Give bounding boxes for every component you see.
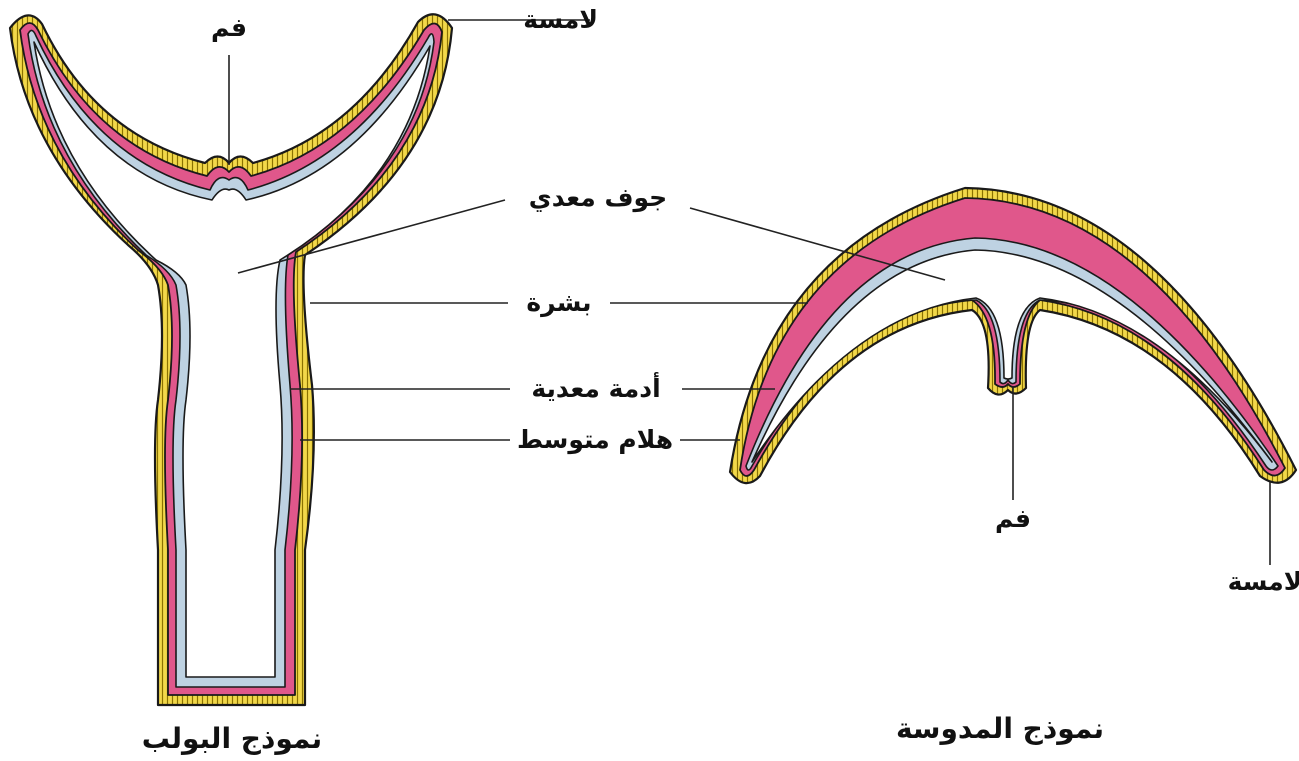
medusa-tentacle-label: لامسة <box>1228 567 1299 596</box>
medusa-gastric-cavity <box>751 249 1273 463</box>
medusa-body <box>728 186 1298 485</box>
polyp-body <box>8 13 454 707</box>
polyp-tentacle-label: لامسة <box>523 5 598 34</box>
medusa-mouth-label: فم <box>995 504 1031 533</box>
medusa-cavity-leader <box>689 207 946 281</box>
epidermis-label: بشرة <box>526 288 591 318</box>
polyp-mouth-label: فم <box>211 13 247 42</box>
polyp-title: نموذج البولب <box>142 722 322 756</box>
mesoglea-label: هلام متوسط <box>517 425 673 455</box>
gastric-cavity-label: جوف معدي <box>529 183 667 213</box>
polyp-cavity-leader <box>237 199 506 274</box>
gastrodermis-label: أدمة معدية <box>531 372 660 403</box>
polyp-gastric-cavity <box>33 41 431 678</box>
medusa-title: نموذج المدوسة <box>896 712 1104 746</box>
